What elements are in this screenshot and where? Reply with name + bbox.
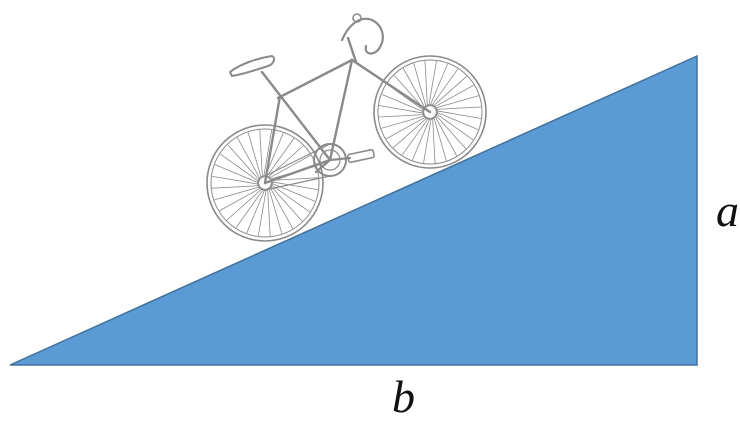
wheel-spoke [381, 115, 426, 129]
wheel-spoke [432, 76, 467, 107]
wheel-spoke [433, 85, 474, 108]
wheel-spoke [412, 117, 431, 161]
rear-wheel [206, 124, 324, 242]
wheel-spoke [269, 185, 303, 222]
wheel-spoke [424, 60, 428, 107]
wheel-spoke [214, 164, 260, 184]
wheel-spoke [435, 112, 474, 141]
wheel-spoke [378, 114, 426, 118]
wheel-spoke [211, 175, 260, 185]
wheel-spoke [246, 188, 266, 234]
wheel-spoke [381, 94, 425, 113]
wheel-spoke [257, 188, 267, 237]
wheel-spoke [413, 63, 427, 108]
wheel-spoke [268, 187, 283, 234]
chain [264, 143, 331, 191]
wheel-spoke [402, 68, 426, 109]
wheel-spoke [267, 187, 271, 237]
wheel-spoke [235, 188, 265, 228]
wheel-spoke [219, 187, 262, 212]
wheel-spoke [226, 187, 263, 221]
wheel-spoke [270, 182, 316, 202]
saddle [229, 55, 276, 77]
wheel-spoke [220, 153, 260, 183]
wheel-spoke [428, 61, 437, 107]
bicycle-icon [206, 13, 487, 242]
wheel-spoke [434, 106, 482, 110]
wheel-spoke [259, 129, 263, 179]
crankset [313, 143, 375, 177]
wheel-spoke [435, 111, 479, 130]
wheel-spoke [269, 186, 294, 229]
wheel-spoke [270, 181, 319, 191]
height-label: a [716, 185, 739, 236]
front-wheel [373, 55, 487, 169]
wheel-spoke [435, 110, 482, 119]
wheel-spoke [434, 95, 479, 109]
handlebar [340, 17, 384, 55]
wheel-spoke [211, 185, 261, 189]
wheel-spoke [247, 132, 262, 179]
wheel-spoke [434, 115, 458, 156]
wheel-spoke [433, 116, 447, 161]
wheel-spoke [227, 144, 261, 181]
wheel-spoke [265, 138, 295, 178]
wheel-spoke [429, 63, 448, 107]
wheel-spoke [393, 117, 428, 149]
wheel-spoke [401, 117, 430, 156]
wheel-spoke [269, 177, 319, 181]
wheel-spoke [386, 116, 427, 140]
ramp-triangle [9, 54, 698, 366]
bike-frame [260, 36, 432, 185]
wheel-spoke [214, 186, 261, 201]
wheel-spoke [423, 117, 432, 164]
wheel-spoke [432, 117, 436, 164]
wheel-spoke [263, 129, 273, 178]
wheel-spoke [236, 137, 261, 180]
base-label: b [392, 371, 415, 422]
wheel-spoke [268, 154, 311, 179]
wheel-spoke [434, 114, 467, 149]
wheel-spoke [378, 105, 425, 114]
wheel-spoke [430, 68, 459, 107]
wheel-spoke [270, 183, 310, 213]
